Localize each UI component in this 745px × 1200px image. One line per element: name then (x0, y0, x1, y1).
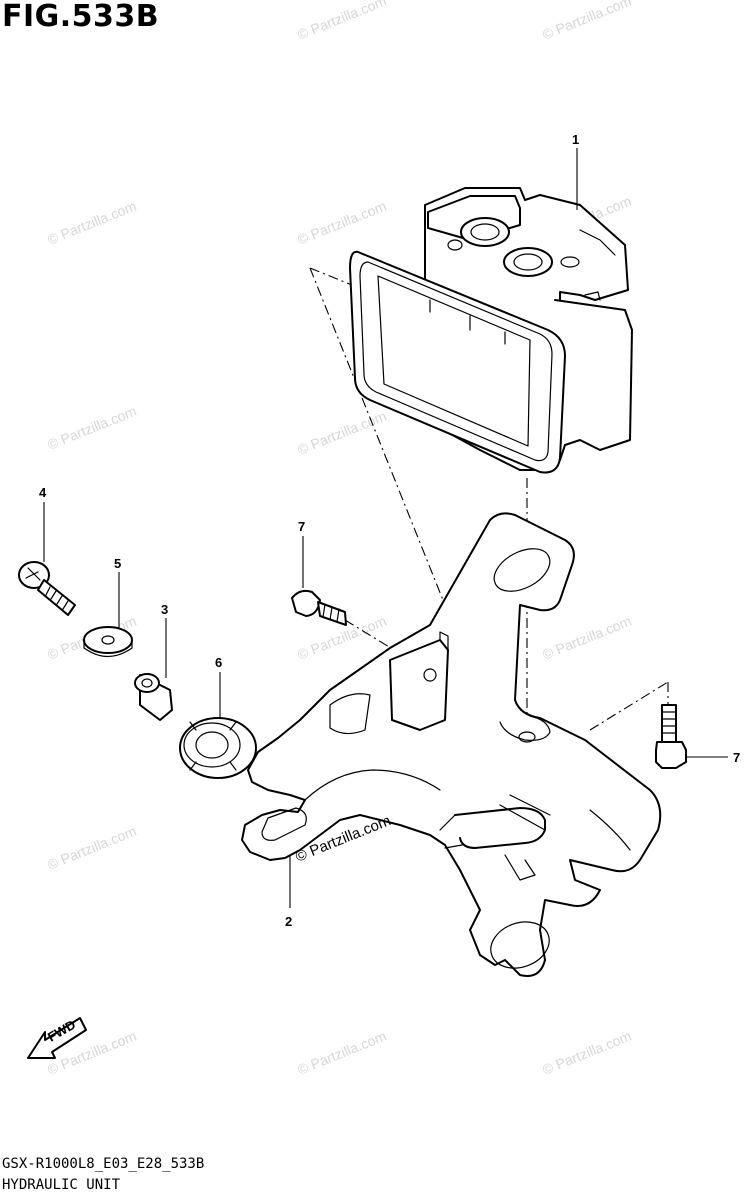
washer-part-5 (83, 626, 133, 658)
callout-7-right: 7 (733, 750, 740, 765)
watermark: © Partzilla.com (540, 613, 633, 663)
grommet-part-6 (179, 717, 257, 779)
flange-bolt-part-7-left (291, 589, 347, 626)
callout-numbers: 1 2 3 4 5 6 7 7 (39, 132, 740, 929)
callout-5: 5 (114, 556, 121, 571)
callout-3: 3 (161, 602, 168, 617)
flange-bolt-part-7-right (655, 704, 687, 769)
hydraulic-unit-part-1 (349, 187, 633, 474)
callout-1: 1 (572, 132, 579, 147)
watermark: © Partzilla.com (295, 408, 388, 458)
watermark: © Partzilla.com (295, 198, 388, 248)
bracket-part-2 (241, 512, 662, 977)
callout-2: 2 (285, 914, 292, 929)
bolt-part-4 (18, 561, 76, 616)
callout-6: 6 (215, 655, 222, 670)
watermark: © Partzilla.com (540, 1028, 633, 1078)
callout-leaders (43, 148, 728, 908)
callout-4: 4 (39, 485, 47, 500)
watermark: © Partzilla.com (45, 198, 138, 248)
watermark: © Partzilla.com (295, 0, 388, 43)
watermark: © Partzilla.com (540, 0, 633, 43)
watermark: © Partzilla.com (45, 823, 138, 873)
watermark: © Partzilla.com (45, 403, 138, 453)
watermark: © Partzilla.com (295, 1028, 388, 1078)
section-name: HYDRAULIC UNIT (2, 1177, 121, 1193)
collar-part-3 (134, 673, 173, 721)
callout-7-left: 7 (298, 519, 305, 534)
figure-title: FIG.533B (2, 0, 160, 34)
model-code: GSX-R1000L8_E03_E28_533B (2, 1156, 205, 1172)
